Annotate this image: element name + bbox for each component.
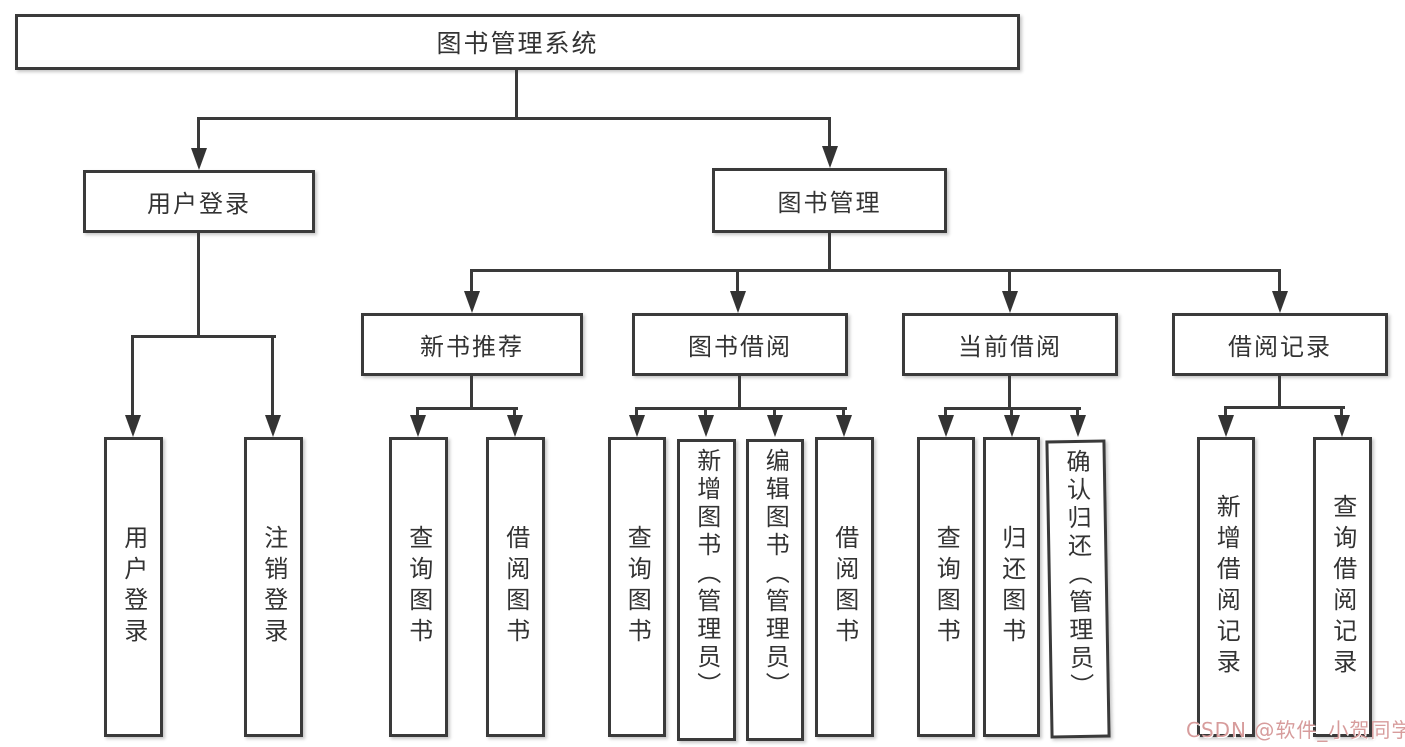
connector-drop-br2 — [1340, 406, 1343, 417]
arrowhead-bb3 — [767, 415, 783, 437]
connector-borrowing-records-horizontal — [1224, 406, 1345, 409]
connector-drop-leaf-logout — [271, 335, 274, 417]
leaf-logout: 注销登录 — [244, 437, 303, 737]
leaf-add-borrow-record: 新增借阅记录 — [1197, 437, 1255, 737]
connector-drop-new-book — [470, 269, 473, 293]
connector-root-stem — [515, 70, 518, 120]
connector-l3-horizontal — [470, 269, 1281, 272]
arrowhead-leaf-login — [125, 415, 141, 437]
connector-drop-bb4 — [842, 407, 845, 417]
arrowhead-nb1 — [410, 415, 426, 437]
arrowhead-leaf-logout — [265, 415, 281, 437]
leaf-add-books-admin: 新增图书（管理员） — [677, 439, 736, 741]
connector-drop-leaf-login — [131, 335, 134, 417]
connector-book-borrowing-horizontal — [635, 407, 847, 410]
connector-l1-horizontal — [197, 117, 831, 120]
arrowhead-br1 — [1218, 415, 1234, 437]
arrowhead-user-login — [191, 148, 207, 170]
connector-new-book-stem — [470, 374, 473, 410]
connector-new-book-horizontal — [416, 407, 518, 410]
connector-current-borrowing-stem — [1008, 374, 1011, 410]
arrowhead-book-borrowing — [730, 291, 746, 313]
connector-borrowing-records-stem — [1278, 374, 1281, 409]
connector-drop-bb2 — [704, 407, 707, 417]
connector-drop-br1 — [1224, 406, 1227, 417]
connector-drop-current-borrowing — [1008, 269, 1011, 293]
leaf-edit-books-admin: 编辑图书（管理员） — [746, 439, 804, 741]
leaf-confirm-return-admin: 确认归还（管理员） — [1045, 439, 1111, 739]
arrowhead-cb3 — [1070, 415, 1086, 437]
arrowhead-borrowing-records — [1272, 291, 1288, 313]
node-book-borrowing: 图书借阅 — [632, 313, 848, 376]
connector-drop-book-management — [828, 117, 831, 148]
arrowhead-bb4 — [836, 415, 852, 437]
connector-book-mgmt-stem — [828, 231, 831, 272]
leaf-query-books-borrowing: 查询图书 — [608, 437, 666, 737]
connector-book-borrowing-stem — [738, 374, 741, 410]
arrowhead-current-borrowing — [1002, 291, 1018, 313]
connector-drop-cb2 — [1010, 407, 1013, 417]
connector-drop-user-login — [197, 117, 200, 150]
leaf-borrow-books-recommend: 借阅图书 — [486, 437, 545, 737]
connector-drop-nb2 — [513, 407, 516, 417]
arrowhead-new-book — [464, 291, 480, 313]
arrowhead-bb1 — [629, 415, 645, 437]
connector-drop-bb1 — [635, 407, 638, 417]
leaf-borrow-books: 借阅图书 — [815, 437, 874, 737]
arrowhead-bb2 — [698, 415, 714, 437]
csdn-watermark: CSDN @软件_小贺同学 — [1186, 718, 1405, 742]
node-new-book-recommend: 新书推荐 — [361, 313, 583, 376]
leaf-query-books-recommend: 查询图书 — [389, 437, 448, 737]
node-book-management: 图书管理 — [712, 168, 947, 233]
arrowhead-br2 — [1334, 415, 1350, 437]
node-borrowing-records: 借阅记录 — [1172, 313, 1388, 376]
leaf-return-books: 归还图书 — [983, 437, 1040, 737]
arrowhead-book-management — [822, 146, 838, 168]
connector-drop-book-borrowing — [736, 269, 739, 293]
connector-user-login-stem — [197, 231, 200, 338]
connector-drop-bb3 — [773, 407, 776, 417]
connector-drop-cb1 — [944, 407, 947, 417]
node-current-borrowing: 当前借阅 — [902, 313, 1118, 376]
leaf-query-books-current: 查询图书 — [917, 437, 975, 737]
connector-drop-cb3 — [1076, 407, 1079, 417]
connector-user-login-horizontal — [131, 335, 276, 338]
connector-drop-nb1 — [416, 407, 419, 417]
node-user-login: 用户登录 — [83, 170, 315, 233]
arrowhead-cb1 — [938, 415, 954, 437]
arrowhead-cb2 — [1004, 415, 1020, 437]
leaf-user-login: 用户登录 — [104, 437, 163, 737]
node-root: 图书管理系统 — [15, 14, 1020, 70]
arrowhead-nb2 — [507, 415, 523, 437]
connector-drop-borrowing-records — [1278, 269, 1281, 293]
leaf-query-borrow-record: 查询借阅记录 — [1313, 437, 1372, 737]
